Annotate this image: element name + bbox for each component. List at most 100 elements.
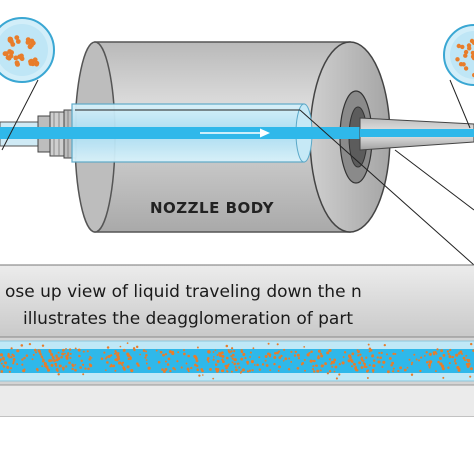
particle bbox=[74, 363, 77, 366]
particle bbox=[303, 358, 306, 361]
particle bbox=[56, 369, 59, 372]
particle bbox=[212, 356, 215, 358]
particle bbox=[145, 354, 148, 357]
particle bbox=[237, 362, 240, 365]
particle bbox=[460, 44, 465, 50]
particle bbox=[103, 351, 106, 354]
particle bbox=[386, 353, 388, 356]
particle bbox=[423, 354, 426, 357]
particle bbox=[41, 356, 44, 359]
magnifier-right bbox=[443, 24, 474, 86]
particle bbox=[287, 368, 291, 371]
particle bbox=[162, 353, 165, 357]
particle bbox=[310, 350, 313, 353]
particle bbox=[469, 375, 472, 378]
particle bbox=[284, 357, 288, 361]
particle bbox=[442, 376, 445, 379]
particle bbox=[410, 373, 414, 376]
particle bbox=[254, 364, 256, 366]
particle bbox=[451, 355, 455, 359]
particle bbox=[234, 358, 237, 361]
particle bbox=[201, 369, 204, 373]
particle bbox=[317, 349, 321, 353]
particle bbox=[226, 370, 229, 373]
particle bbox=[74, 347, 77, 350]
particle bbox=[48, 349, 52, 353]
particle bbox=[41, 344, 45, 347]
particle bbox=[436, 348, 439, 351]
particle bbox=[371, 368, 375, 372]
particle bbox=[403, 368, 407, 372]
particle bbox=[42, 359, 45, 362]
particle bbox=[121, 364, 124, 367]
particle bbox=[0, 353, 4, 357]
particle bbox=[351, 352, 355, 356]
particle bbox=[466, 364, 470, 368]
particle bbox=[117, 352, 120, 355]
particle bbox=[196, 364, 199, 368]
particle bbox=[80, 359, 83, 362]
particle bbox=[142, 349, 146, 352]
particle bbox=[177, 351, 180, 354]
particle bbox=[456, 366, 460, 370]
particle bbox=[71, 367, 74, 371]
particle bbox=[43, 362, 47, 366]
particle bbox=[248, 369, 252, 372]
particle bbox=[104, 369, 107, 371]
particle bbox=[230, 347, 234, 350]
particle bbox=[351, 360, 354, 363]
particle bbox=[328, 369, 332, 373]
particle bbox=[212, 351, 215, 353]
particle bbox=[464, 359, 466, 362]
particle bbox=[306, 353, 310, 357]
particle bbox=[448, 355, 452, 359]
particle bbox=[86, 350, 89, 353]
particle bbox=[216, 359, 220, 363]
particle bbox=[12, 360, 15, 363]
particle bbox=[198, 374, 201, 377]
particle bbox=[240, 349, 243, 352]
particle bbox=[411, 361, 414, 364]
particle bbox=[406, 366, 409, 369]
outlet-tip bbox=[359, 117, 474, 151]
particle bbox=[116, 355, 120, 359]
particle bbox=[249, 355, 252, 358]
particle bbox=[226, 356, 229, 360]
particle bbox=[376, 356, 379, 359]
particle bbox=[32, 353, 35, 356]
particle bbox=[265, 364, 269, 367]
particle bbox=[470, 50, 474, 56]
particle bbox=[290, 360, 293, 363]
particle bbox=[388, 356, 392, 360]
particle-cluster bbox=[13, 55, 19, 61]
particle bbox=[470, 367, 473, 371]
particle bbox=[454, 358, 457, 361]
particle bbox=[36, 369, 39, 372]
particle bbox=[77, 348, 81, 352]
particle bbox=[362, 362, 365, 365]
particle bbox=[466, 43, 472, 48]
particle bbox=[88, 363, 91, 366]
particle bbox=[276, 343, 279, 346]
particle bbox=[413, 353, 416, 356]
particle bbox=[145, 350, 148, 353]
particle bbox=[214, 349, 217, 352]
particle bbox=[442, 353, 446, 357]
particle bbox=[380, 351, 383, 355]
particle bbox=[2, 357, 5, 361]
particle bbox=[360, 366, 364, 369]
particle bbox=[381, 365, 384, 368]
particle bbox=[10, 355, 13, 359]
particle bbox=[462, 356, 466, 360]
particle bbox=[230, 350, 233, 353]
particle bbox=[12, 362, 15, 365]
particle bbox=[0, 358, 3, 361]
particle bbox=[420, 356, 423, 359]
particle bbox=[317, 356, 320, 360]
particle bbox=[225, 366, 228, 370]
particle bbox=[167, 357, 171, 361]
particle bbox=[378, 352, 381, 354]
particle bbox=[278, 356, 282, 359]
particle bbox=[127, 357, 130, 361]
particle bbox=[109, 365, 112, 368]
